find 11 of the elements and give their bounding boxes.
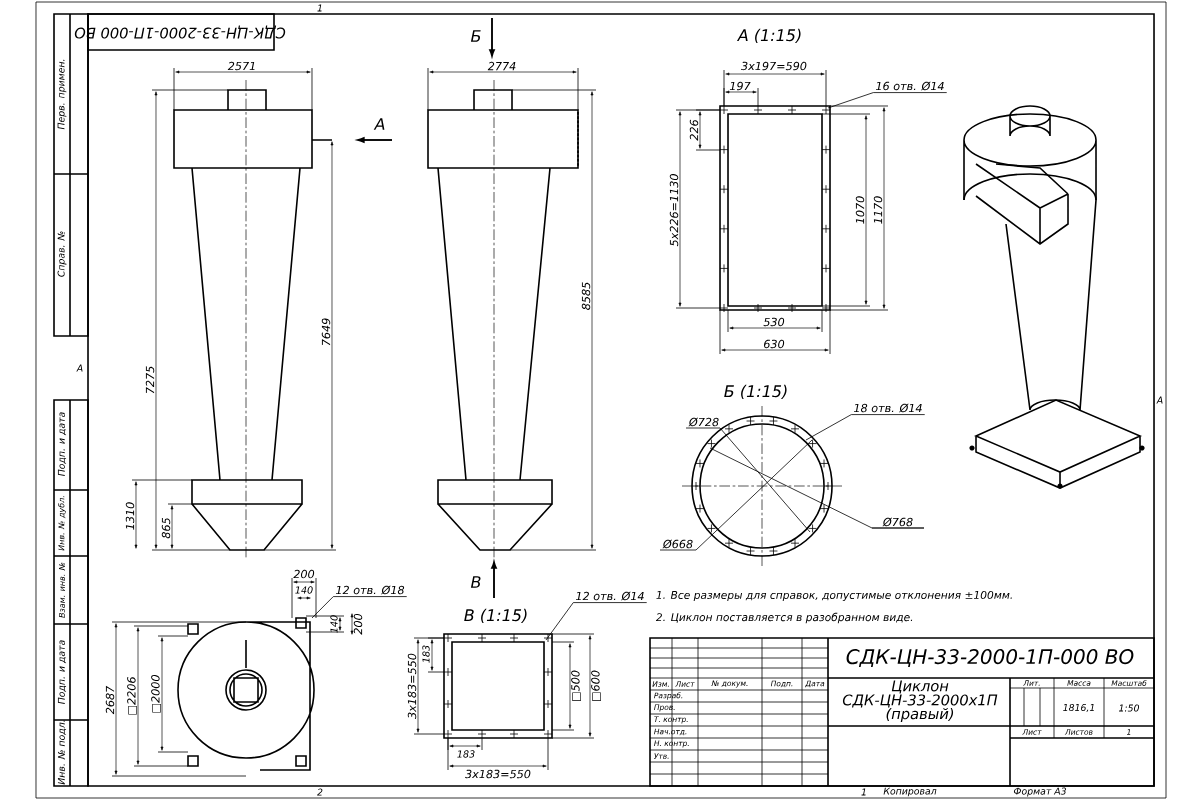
view-letter: В	[470, 576, 481, 588]
leader-line	[827, 92, 948, 109]
view-letter: Б	[470, 30, 481, 42]
stamp-text: СДК-ЦН-33-2000-1П-000 ВО	[846, 649, 1134, 667]
view-title: Б (1:15)	[724, 384, 787, 400]
leader-line	[545, 602, 648, 641]
view-title: А (1:15)	[736, 28, 801, 44]
leader-line	[311, 596, 408, 619]
view-title: В (1:15)	[464, 608, 527, 624]
view-letter: А	[373, 118, 385, 130]
leader-line	[805, 414, 926, 441]
